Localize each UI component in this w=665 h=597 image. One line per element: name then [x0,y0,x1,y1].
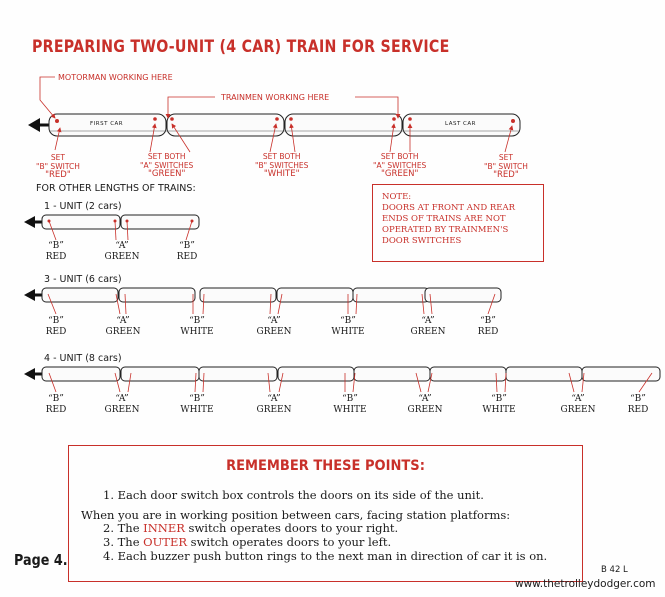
point-3: 3. The OUTER switch operates doors to yo… [103,535,392,549]
set-label-5: SET"B" SWITCH"RED" [484,153,528,180]
last-car-label: LAST CAR [445,121,476,127]
note-text: DOORS AT FRONT AND REAR ENDS OF TRAINS A… [382,203,516,246]
switch-label: “A”GREEN [104,394,140,415]
point-2: 2. The INNER switch operates doors to yo… [103,521,399,535]
page-number: Page 4. [14,551,68,569]
inner-keyword: INNER [143,521,185,535]
switch-label: “A”GREEN [560,394,596,415]
set-label-3: SET BOTH"B" SWITCHES"WHITE" [255,152,309,179]
point-4: 4. Each buzzer push button rings to the … [103,549,548,563]
top-train [28,113,521,137]
set-label-1: SET"B" SWITCH"RED" [36,153,80,180]
website-watermark: www.thetrolleydodger.com [515,578,656,590]
switch-label: “A”GREEN [256,394,292,415]
trainmen-label: TRAINMEN WORKING HERE [221,93,330,102]
outer-keyword: OUTER [143,535,188,549]
note-box: NOTE: DOORS AT FRONT AND REAR ENDS OF TR… [372,184,544,262]
switch-label: “B”WHITE [180,394,214,415]
switch-label: “B”WHITE [331,316,365,337]
switch-label: “B”WHITE [180,316,214,337]
train-3-unit [24,287,502,315]
train-3-label: 3 - UNIT (6 cars) [44,274,122,285]
switch-label: “B”WHITE [333,394,367,415]
remember-title: REMEMBER THESE POINTS: [226,458,425,474]
switch-label: “B”RED [45,316,67,337]
train-1-label: 1 - UNIT (2 cars) [44,201,122,212]
remember-box: REMEMBER THESE POINTS: 1. Each door swit… [68,445,583,582]
working-position-intro: When you are in working position between… [81,508,511,522]
switch-label: “B”RED [627,394,649,415]
switch-label: “A”GREEN [410,316,446,337]
page-title: PREPARING TWO-UNIT (4 CAR) TRAIN FOR SER… [32,37,450,56]
direction-arrow-icon [28,118,40,132]
document-code: B 42 L [601,565,628,575]
switch-label: “B”RED [45,241,67,262]
switch-label: “B”RED [176,241,198,262]
top-callouts [39,76,514,153]
train-1-unit [24,214,200,241]
switch-label: “A”GREEN [104,241,140,262]
motorman-label: MOTORMAN WORKING HERE [58,73,173,82]
set-label-2: SET BOTH"A" SWITCHES"GREEN" [140,152,194,179]
switch-label: “B”WHITE [482,394,516,415]
switch-label: “B”RED [45,394,67,415]
point-1: 1. Each door switch box controls the doo… [103,488,484,502]
train-4-unit [24,366,661,393]
switch-label: “A”GREEN [407,394,443,415]
other-lengths-heading: FOR OTHER LENGTHS OF TRAINS: [36,183,196,194]
switch-label: “B”RED [477,316,499,337]
first-car-label: FIRST CAR [90,121,124,127]
note-label: NOTE: [382,192,412,202]
set-label-4: SET BOTH"A" SWITCHES"GREEN" [373,152,427,179]
switch-label: “A”GREEN [105,316,141,337]
train-4-label: 4 - UNIT (8 cars) [44,353,122,364]
switch-label: “A”GREEN [256,316,292,337]
